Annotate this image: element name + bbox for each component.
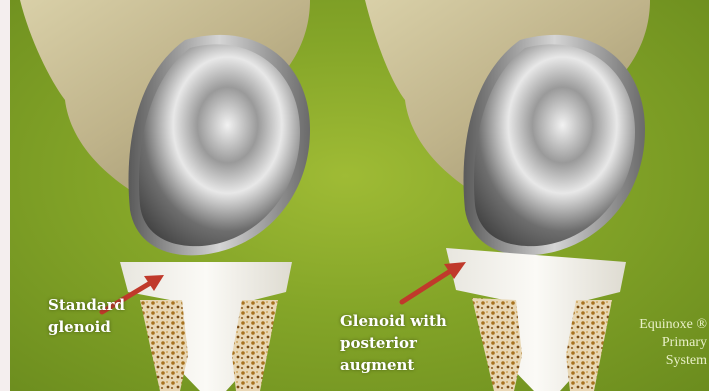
implant-comparison-image: Standard glenoid Glenoid with posterior … — [10, 0, 709, 391]
right-arrow — [402, 270, 452, 302]
brand-label: Equinoxe ® Primary System — [597, 316, 707, 370]
right-bone-section-a — [472, 298, 522, 391]
caption-glenoid-posterior-augment: Glenoid with posterior augment — [340, 310, 447, 376]
left-bone-section-a — [140, 300, 188, 391]
caption-standard-glenoid: Standard glenoid — [48, 294, 125, 338]
